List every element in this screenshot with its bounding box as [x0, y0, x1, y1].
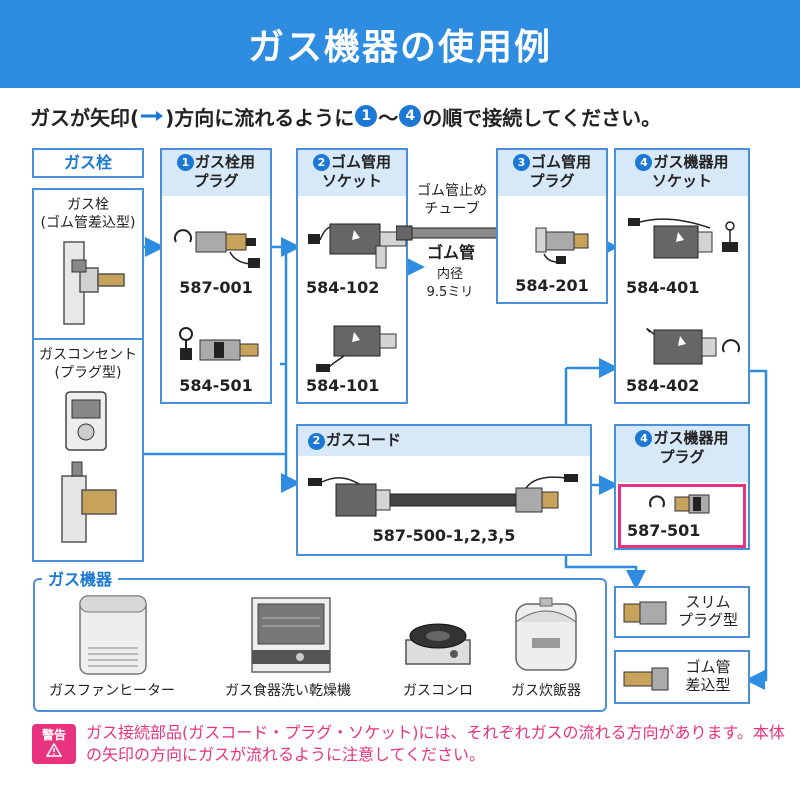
hose-plug-column-title: ゴム管用 プラグ — [529, 153, 591, 190]
plug-code: 587-001 — [179, 278, 253, 297]
appliance-plug-code: 587-501 — [627, 521, 701, 540]
instruction-tilde: 〜 — [378, 105, 399, 130]
step-number-icon: 2 — [312, 154, 330, 171]
dishwasher-icon — [248, 596, 334, 680]
flow-arrow-icon — [139, 105, 165, 127]
fan-heater-icon — [76, 592, 150, 682]
slim-plug-label: スリム プラグ型 — [677, 593, 738, 629]
instruction-part1: ガスが矢印( — [30, 105, 140, 130]
hose-insert-icon — [622, 664, 670, 698]
warning-text: ガス接続部品(ガスコード・プラグ・ソケット)には、それぞれガスの流れる方向があり… — [86, 723, 785, 764]
gas-appliance-legend: ガス機器 — [42, 566, 119, 590]
appliance-plug-title: ガス機器用 プラグ — [653, 429, 729, 466]
step-number-icon: 4 — [635, 154, 653, 171]
hose-insert-box: ゴム管 差込型 — [614, 650, 750, 704]
slim-plug-icon — [622, 598, 670, 632]
plug-584-201-icon — [522, 216, 594, 270]
appliance-plug-highlight: 587-501 — [618, 484, 746, 548]
gas-stove-icon — [400, 610, 476, 674]
tap-concent-label: ガスコンセント (プラグ型) — [39, 347, 137, 381]
warning-badge: 警告 — [32, 724, 76, 764]
instruction-part3: の順で接続してください。 — [422, 105, 662, 130]
appliance-label: ガス炊飯器 — [511, 683, 581, 699]
gas-cord-code: 587-500-1,2,3,5 — [372, 526, 516, 545]
step-number-icon: 1 — [355, 105, 378, 127]
tap-header-label: ガス栓 — [63, 153, 112, 172]
plug-587-001-icon — [170, 214, 266, 274]
socket-584-101-icon — [314, 324, 400, 378]
gas-cord-title: ガスコード — [326, 431, 402, 449]
stopper-tube-label: ゴム管止め チューブ — [417, 183, 487, 217]
hose-socket-column-title: ゴム管用 ソケット — [321, 153, 391, 190]
step-number-icon: 4 — [635, 430, 653, 447]
slim-plug-box: スリム プラグ型 — [614, 586, 750, 638]
appliance-socket-code: 584-401 — [626, 278, 700, 297]
appliance-label: ガスコンロ — [403, 683, 473, 699]
socket-584-401-icon — [626, 212, 744, 274]
hose-plug-code: 584-201 — [515, 276, 589, 295]
page-title: ガス機器の使用例 — [247, 27, 552, 68]
socket-code: 584-102 — [306, 278, 380, 297]
rubber-hose-tap-icon — [50, 238, 130, 332]
step-number-icon: 4 — [399, 105, 422, 127]
appliance-socket-column-title: ガス機器用 ソケット — [651, 153, 729, 190]
tap-column-box: ガス栓 (ゴム管差込型) ガスコンセント (プラグ型) — [32, 188, 144, 562]
plug-column-title: ガス栓用 プラグ — [193, 153, 255, 190]
gas-appliance-group — [33, 578, 607, 712]
plug-584-501-icon — [170, 324, 266, 372]
instruction-part2: )方向に流れるように — [165, 105, 355, 130]
gas-cord-icon — [306, 466, 582, 524]
warning-triangle-icon — [32, 742, 76, 761]
appliance-label: ガス食器洗い乾燥機 — [225, 683, 351, 699]
instruction-line: ガスが矢印( )方向に流れるように 1 〜 4 の順で接続してください。 — [30, 98, 780, 134]
socket-584-102-icon — [304, 216, 410, 276]
rubber-hose-label: ゴム管 — [426, 243, 475, 262]
tap-rubber-label: ガス栓 (ゴム管差込型) — [40, 197, 136, 231]
appliance-label: ガスファンヒーター — [49, 683, 175, 699]
socket-584-402-icon — [628, 322, 746, 380]
gas-concent-icon — [54, 390, 126, 554]
tap-header-box: ガス栓 — [32, 148, 144, 178]
step-number-icon: 2 — [308, 432, 325, 450]
appliance-socket-code: 584-402 — [626, 376, 700, 395]
step-number-icon: 3 — [512, 154, 530, 171]
hose-insert-label: ゴム管 差込型 — [685, 658, 731, 694]
step-number-icon: 1 — [176, 154, 194, 171]
title-banner: ガス機器の使用例 — [0, 0, 800, 88]
hose-diameter-label: 内径 9.5ミリ — [426, 267, 474, 300]
rice-cooker-icon — [510, 594, 582, 678]
plug-587-501-icon — [647, 489, 717, 523]
socket-code: 584-101 — [306, 376, 380, 395]
warning-badge-label: 警告 — [41, 728, 66, 742]
plug-code: 584-501 — [179, 376, 253, 395]
